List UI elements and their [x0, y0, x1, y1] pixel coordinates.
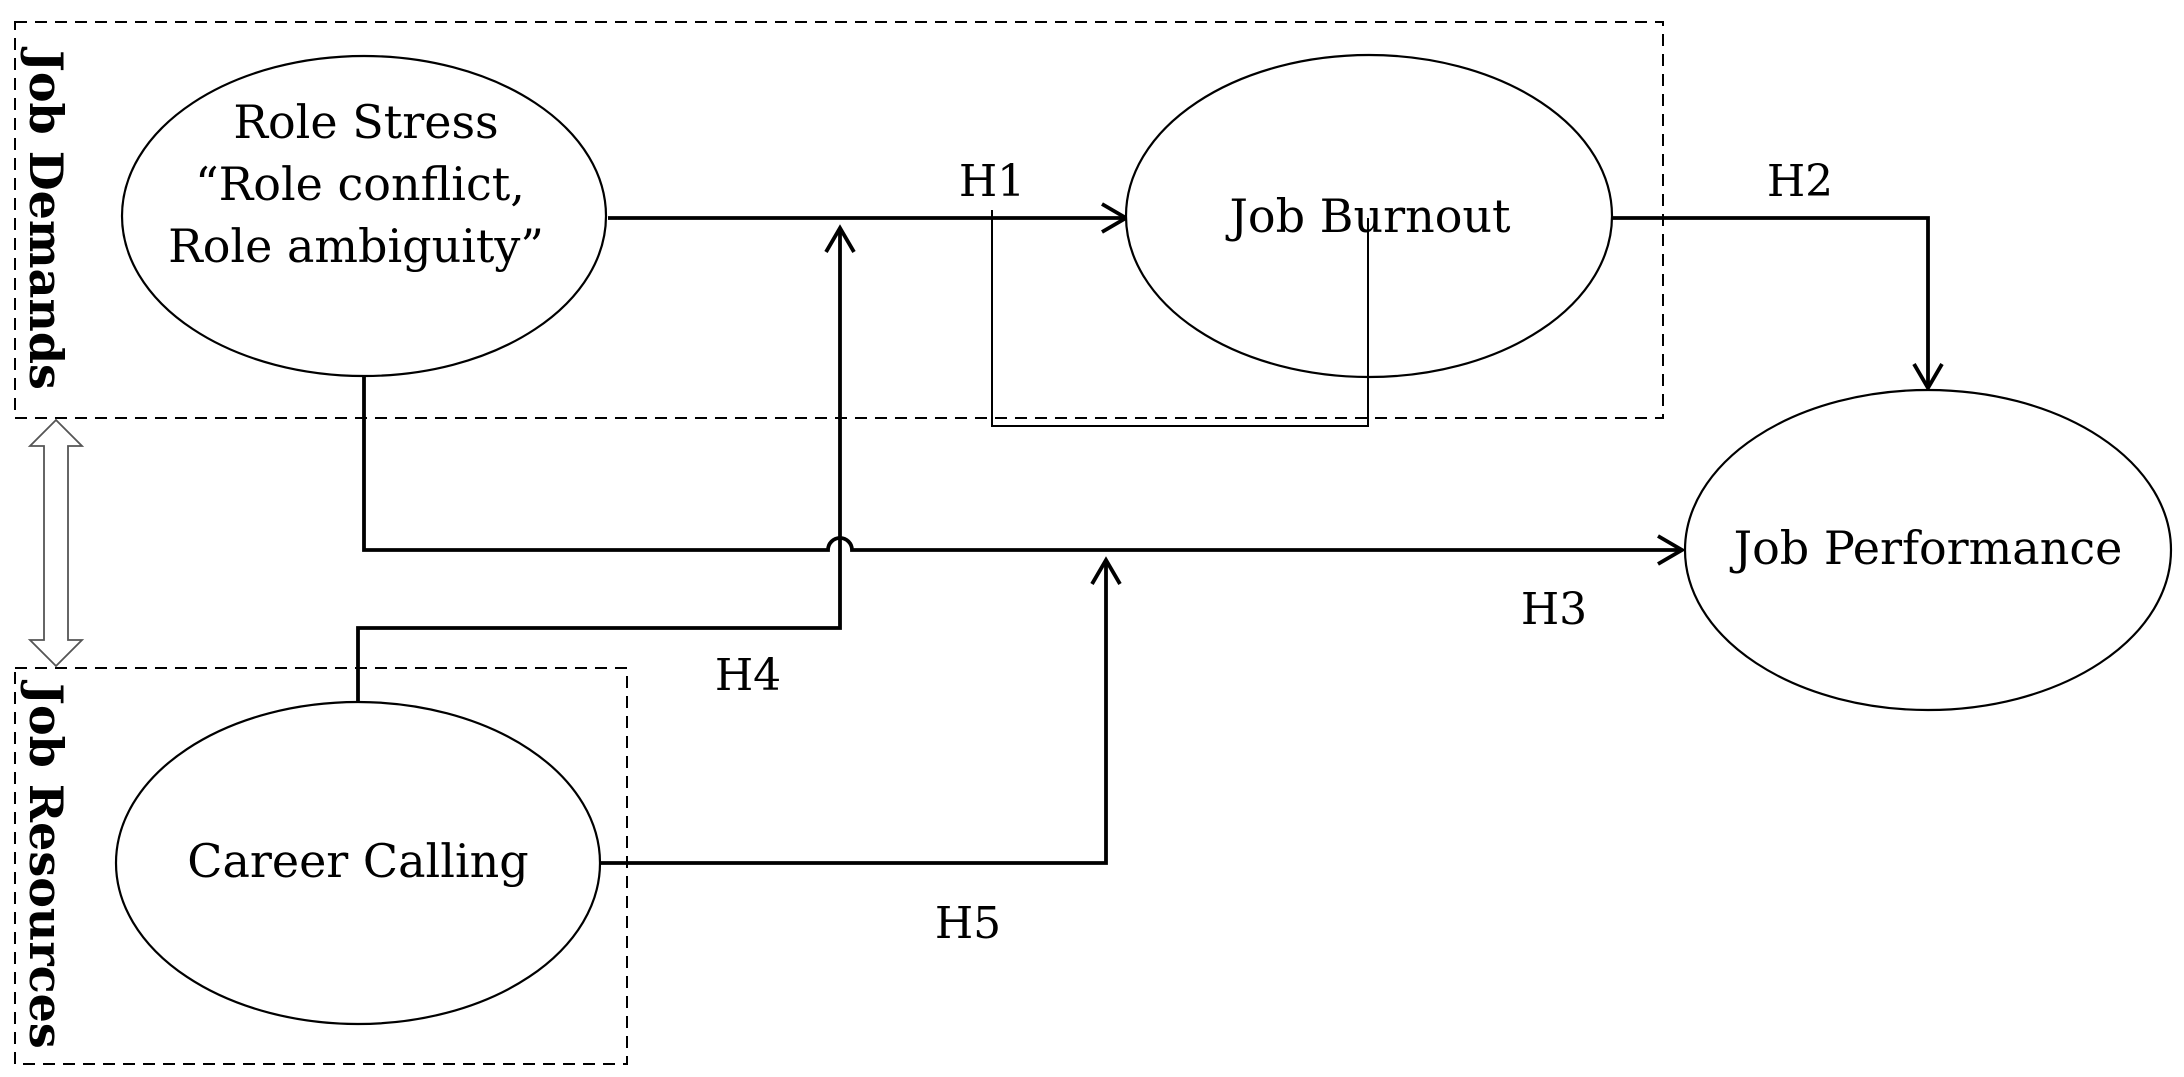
h5-edge [598, 560, 1108, 865]
role-stress-node [120, 54, 608, 378]
h3-label: H3 [1521, 584, 1587, 635]
job-burnout-label: Job Burnout [1225, 189, 1511, 243]
h4-arrowhead [824, 224, 856, 253]
job-resources-group-label: Job Resources [19, 679, 73, 1049]
h2-edge [1612, 216, 1930, 388]
h2-arrowhead [1912, 363, 1944, 392]
h1-label: H1 [959, 156, 1025, 207]
job-burnout-node [1124, 53, 1614, 379]
career-calling-node [114, 700, 602, 1026]
groups-correlation-double-arrow [27, 418, 85, 668]
h4-label: H4 [715, 650, 781, 701]
job-performance-label: Job Performance [1730, 521, 2123, 575]
job-resources-group-box [14, 667, 628, 1065]
h5-arrowhead [1090, 556, 1122, 585]
h3-edge [362, 376, 1682, 552]
h2-label: H2 [1767, 156, 1833, 207]
h3-arrowhead [1657, 534, 1686, 566]
role-stress-label-line1: Role Stress [233, 95, 498, 149]
job-demands-group-label: Job Demands [19, 46, 73, 390]
h5-label: H5 [935, 898, 1001, 949]
career-calling-label: Career Calling [187, 834, 529, 888]
job-performance-node [1683, 388, 2173, 712]
h4-edge [356, 228, 842, 704]
role-stress-label-line2: “Role conflict, [195, 157, 525, 211]
role-stress-label-line3: Role ambiguity” [168, 219, 544, 273]
